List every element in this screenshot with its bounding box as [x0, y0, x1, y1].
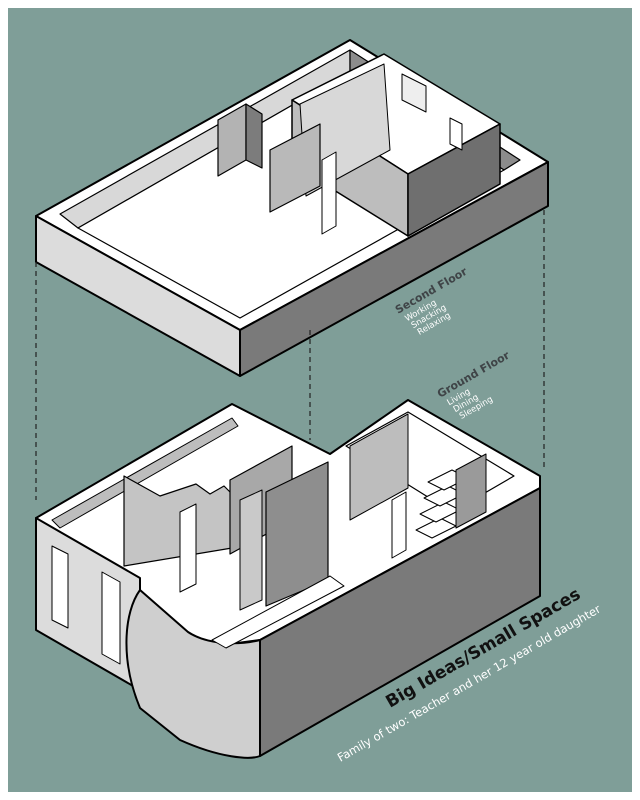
study-room-side — [407, 123, 501, 237]
second-floor-slab-right-face — [239, 161, 549, 377]
staircase — [415, 453, 487, 539]
study-window — [401, 73, 427, 113]
guide-lines — [35, 210, 545, 500]
bedroom-door — [179, 503, 197, 593]
front-door — [101, 571, 121, 665]
hall-floor — [211, 575, 345, 649]
kitchen-door — [391, 491, 407, 559]
ground-floor-model — [35, 399, 541, 759]
left-window — [51, 545, 69, 629]
second-floor-model — [35, 39, 549, 377]
closet-block-side — [245, 103, 263, 169]
bedroom-curved-wall — [123, 475, 233, 567]
stair-opening — [321, 151, 337, 235]
stair-side-wall — [455, 453, 487, 529]
stair-wall — [269, 123, 321, 213]
hall-wall — [239, 489, 263, 611]
kitchen-back-wall — [349, 413, 409, 521]
back-wall-inner — [51, 417, 239, 529]
ground-floor-right-face — [259, 487, 541, 757]
study-door — [449, 117, 463, 151]
